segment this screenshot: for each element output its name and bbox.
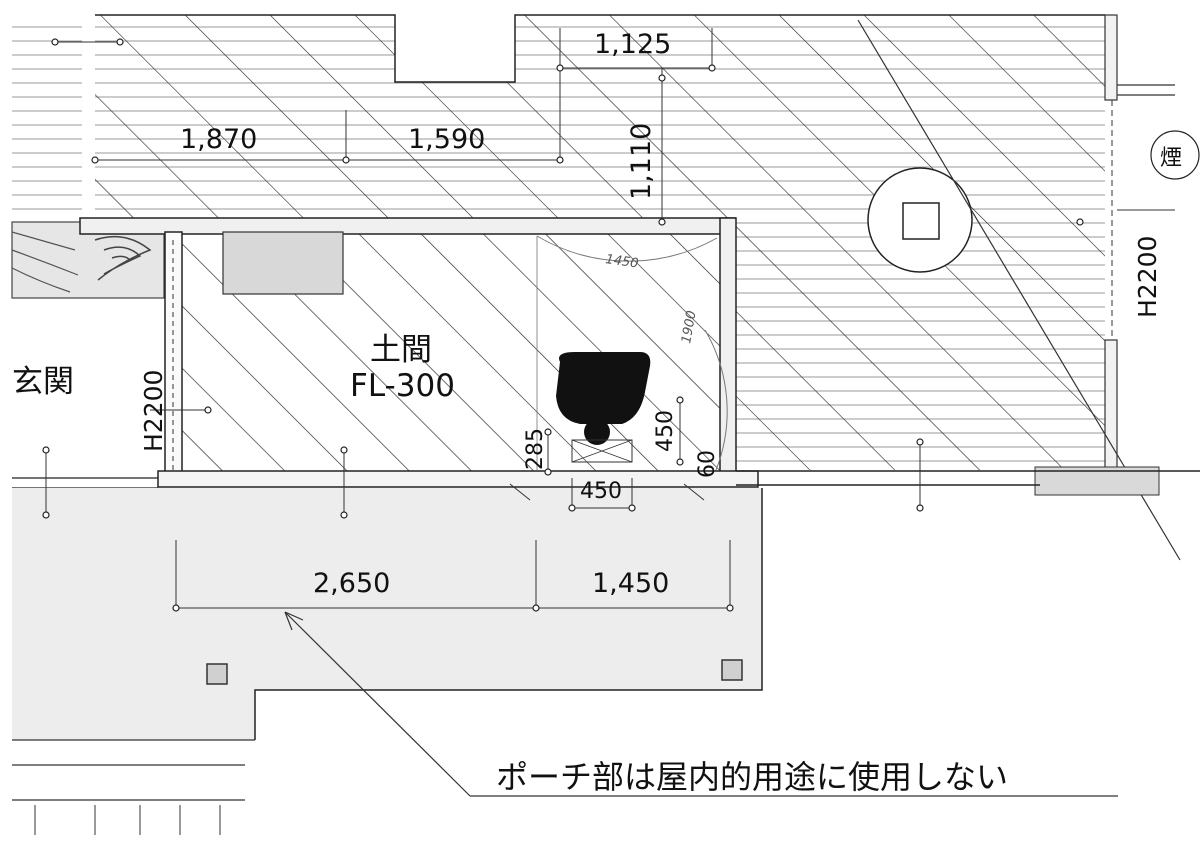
dim-deck-left: 1,870 bbox=[180, 124, 257, 155]
dim-item-gap: 60 bbox=[695, 450, 720, 478]
dim-deck-vertical: 1,110 bbox=[626, 123, 657, 200]
porch-note: ポーチ部は屋内的用途に使用しない bbox=[496, 758, 1008, 796]
right-opening-height: H2200 bbox=[1133, 236, 1162, 318]
dim-item-offset: 285 bbox=[523, 428, 548, 470]
porch-steps bbox=[12, 739, 255, 835]
cut-label: 煙 bbox=[1150, 130, 1200, 180]
dim-top: 1,125 bbox=[594, 29, 671, 60]
dim-deck-mid: 1,590 bbox=[408, 124, 485, 155]
dim-porch-left: 2,650 bbox=[313, 568, 390, 599]
left-opening-height: H2200 bbox=[139, 370, 168, 452]
cut-char: 煙 bbox=[1160, 146, 1182, 171]
right-wall bbox=[1104, 14, 1175, 469]
room-name: 土間 bbox=[370, 332, 432, 368]
dim-handwritten-width: 1450 bbox=[604, 252, 639, 271]
entrance-label: 玄関 bbox=[12, 364, 74, 400]
dim-porch-right: 1,450 bbox=[592, 568, 669, 599]
floor-level: FL-300 bbox=[350, 368, 455, 404]
deck-area bbox=[95, 14, 1105, 470]
dimension-lines bbox=[45, 28, 921, 610]
round-fixture bbox=[867, 167, 973, 273]
stove-equipment bbox=[556, 352, 651, 463]
bottom-wall bbox=[12, 466, 1200, 496]
doma-room bbox=[79, 217, 737, 478]
dim-item-height: 450 bbox=[653, 410, 678, 452]
dim-handwritten-height: 1900 bbox=[679, 309, 700, 344]
dimension-dots bbox=[42, 38, 1084, 612]
left-deck-strip bbox=[12, 15, 82, 220]
note-leader bbox=[284, 611, 1118, 797]
dim-item-width: 450 bbox=[580, 479, 622, 504]
porch bbox=[12, 488, 763, 740]
